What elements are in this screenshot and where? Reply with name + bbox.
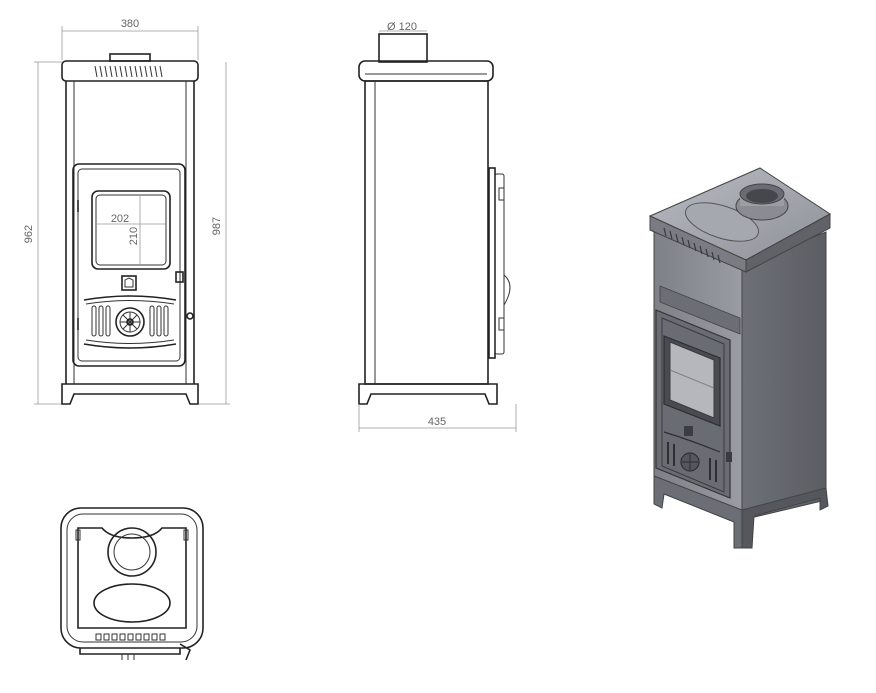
front-view: 380 962 987 202 bbox=[23, 18, 230, 405]
glass-width-dimension: 202 bbox=[111, 213, 129, 225]
side-view: Ø 120 435 bbox=[358, 21, 517, 432]
side-depth-dimension: 435 bbox=[428, 416, 446, 428]
top-view bbox=[60, 507, 204, 661]
flue-diameter-dimension: Ø 120 bbox=[387, 21, 417, 33]
front-height-left-dimension: 962 bbox=[23, 225, 35, 243]
front-height-right-dimension: 987 bbox=[211, 217, 223, 235]
front-width-dimension: 380 bbox=[121, 18, 139, 30]
glass-height-dimension: 210 bbox=[128, 227, 140, 245]
stove-3d-render bbox=[648, 167, 831, 549]
